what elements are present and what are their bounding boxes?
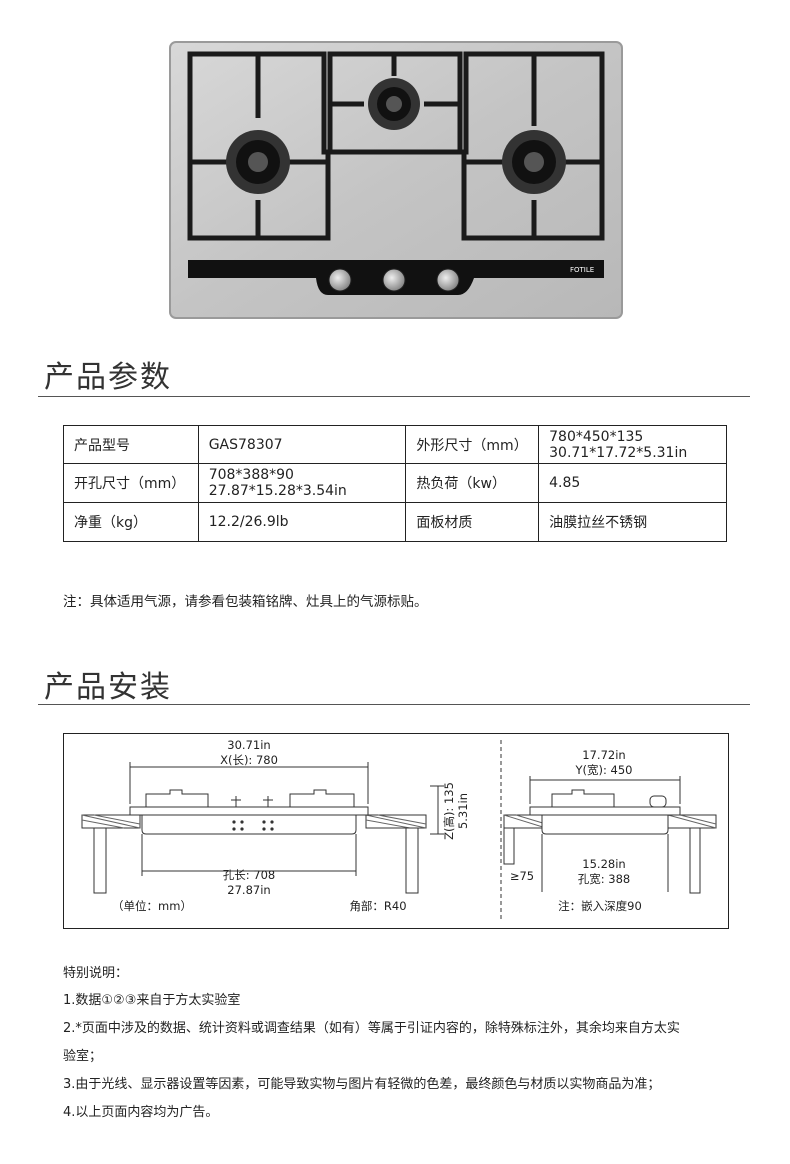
outer-size-in: 30.71*17.72*5.31in	[549, 444, 688, 461]
panel-material-label: 面板材质	[405, 502, 540, 542]
special-notes-title: 特别说明：	[63, 966, 129, 981]
knob-right	[436, 268, 460, 292]
install-section-title: 产品安装	[44, 670, 172, 705]
product-image: FOTILE	[169, 41, 623, 319]
burner-right	[502, 130, 566, 194]
depth-note: 注：嵌入深度90	[558, 899, 642, 913]
pan-supports	[187, 51, 605, 241]
gas-source-note: 注：具体适用气源，请参看包装箱铭牌、灶具上的气源标贴。	[63, 594, 428, 610]
special-note-2: 2.*页面中涉及的数据、统计资料或调查结果（如有）等属于引证内容的，除特殊标注外…	[63, 1021, 680, 1036]
panel-material-value: 油膜拉丝不锈钢	[538, 502, 727, 542]
install-diagram: 30.71in X(长): 780 孔长: 708 27.87in （单位：mm…	[63, 733, 729, 929]
special-note-4: 4.以上页面内容均为广告。	[63, 1105, 219, 1120]
cutout-label: 开孔尺寸（mm）	[63, 463, 199, 503]
x-length-mm: X(长): 780	[220, 753, 278, 767]
z-height-in: 5.31in	[456, 793, 470, 829]
burner-left	[226, 130, 290, 194]
unit-label: （单位：mm）	[112, 899, 192, 913]
hob-panel	[169, 41, 623, 319]
model-value: GAS78307	[197, 425, 407, 464]
heat-load-value: 4.85	[538, 463, 727, 503]
special-note-1: 1.数据①②③来自于方太实验室	[63, 993, 241, 1008]
weight-value: 12.2/26.9lb	[197, 502, 407, 542]
special-note-2-cont: 验室；	[63, 1049, 103, 1064]
x-length-in: 30.71in	[227, 738, 270, 752]
y-width-in: 17.72in	[582, 748, 625, 762]
install-divider	[38, 704, 750, 705]
cut-length-mm: 孔长: 708	[223, 868, 275, 882]
cut-width-mm: 孔宽: 388	[578, 872, 630, 886]
burner-center	[368, 78, 420, 130]
y-width-mm: Y(宽): 450	[575, 763, 633, 777]
outer-size-label: 外形尺寸（mm）	[405, 425, 540, 464]
z-height-mm: Z(高): 135	[442, 782, 456, 840]
special-note-3: 3.由于光线、显示器设置等因素，可能导致实物与图片有轻微的色差，最终颜色与材质以…	[63, 1077, 661, 1092]
corner-radius-label: 角部：R40	[349, 899, 406, 913]
cut-length-in: 27.87in	[227, 883, 270, 897]
params-divider	[38, 396, 750, 397]
cut-width-in: 15.28in	[582, 857, 625, 871]
outer-size-mm: 780*450*135	[549, 428, 644, 445]
params-section-title: 产品参数	[44, 360, 172, 395]
knob-center	[382, 268, 406, 292]
cutout-mm: 708*388*90	[208, 467, 294, 483]
table-row: 净重（kg） 12.2/26.9lb 面板材质 油膜拉丝不锈钢	[63, 502, 727, 542]
heat-load-label: 热负荷（kw）	[405, 463, 540, 503]
knob-left	[328, 268, 352, 292]
model-label: 产品型号	[63, 425, 199, 464]
cutout-in: 27.87*15.28*3.54in	[208, 483, 347, 499]
brand-logo: FOTILE	[570, 266, 594, 274]
weight-label: 净重（kg）	[63, 502, 199, 542]
install-drawing: 30.71in X(长): 780 孔长: 708 27.87in （单位：mm…	[81, 738, 717, 920]
min-gap-label: ≥75	[510, 869, 534, 883]
